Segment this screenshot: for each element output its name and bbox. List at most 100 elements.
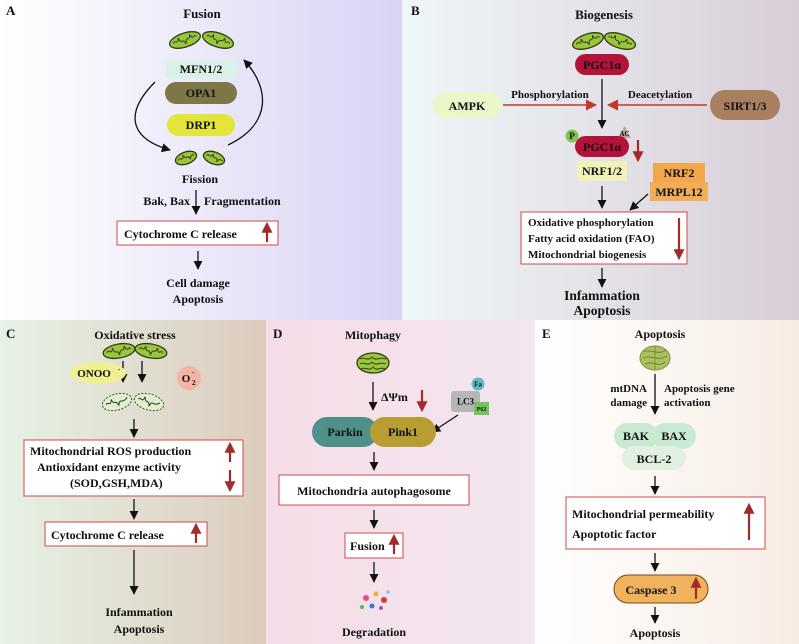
biogen-label: Mitochondrial biogenesis bbox=[528, 249, 647, 261]
opa1-box bbox=[165, 82, 237, 104]
panel-b: B Biogenesis PGC1α AMPK Phosphorylation … bbox=[411, 3, 780, 318]
bak-box bbox=[614, 423, 658, 449]
panel-c: C Oxidative stress ONOO - O 2 - Mitochon… bbox=[6, 326, 244, 636]
bak-label: BAK bbox=[623, 429, 650, 443]
biogenesis-effects-box bbox=[520, 211, 688, 265]
mfn-label: MFN1/2 bbox=[180, 62, 223, 76]
bax-box bbox=[652, 423, 696, 449]
oxidative-stress-title: Oxidative stress bbox=[94, 328, 176, 342]
sirt-box bbox=[710, 90, 780, 120]
pgc1a-label-bottom: PGC1α bbox=[583, 140, 621, 154]
apoptotic-factor-label: Apoptotic factor bbox=[572, 527, 657, 541]
sod-label: (SOD,GSH,MDA) bbox=[70, 476, 163, 490]
fission-label: Fission bbox=[182, 172, 218, 186]
lc3-to-pink-arrow bbox=[431, 414, 459, 433]
acetyl-label: AC bbox=[619, 130, 629, 138]
fission-to-fusion-arrow bbox=[227, 59, 264, 146]
phosphorylation-label: Phosphorylation bbox=[511, 89, 589, 101]
delta-psi-label: ΔΨm bbox=[381, 390, 408, 404]
bax-label: BAX bbox=[661, 429, 687, 443]
panel-a-background bbox=[0, 0, 402, 320]
ros-box bbox=[23, 439, 244, 497]
lc3-label: LC3 bbox=[457, 397, 475, 407]
fragmented-mitochondria-icon bbox=[174, 150, 226, 166]
superoxide-subscript: 2 bbox=[192, 379, 196, 387]
nrf12-label: NRF1/2 bbox=[582, 164, 622, 178]
damaged-mitochondria-icon bbox=[101, 392, 165, 412]
pgc1a-box-bottom bbox=[575, 136, 629, 157]
bcl2-box bbox=[622, 446, 686, 470]
mrpl12-label: MRPL12 bbox=[655, 185, 702, 199]
antioxidant-label: Antioxidant enzyme activity bbox=[37, 460, 181, 474]
inflammation-label-c: Infammation bbox=[105, 605, 173, 619]
panel-c-letter: C bbox=[6, 326, 15, 341]
caspase-box bbox=[613, 574, 709, 604]
drp1-label: DRP1 bbox=[186, 118, 217, 132]
fao-label: Fatty acid oxidation (FAO) bbox=[528, 233, 655, 245]
nrf2-label: NRF2 bbox=[664, 166, 695, 180]
sirt-label: SIRT1/3 bbox=[724, 99, 767, 113]
permeability-label: Mitochondrial permeability bbox=[572, 507, 714, 521]
autophagosome-box bbox=[278, 474, 470, 506]
panel-e: E Apoptosis mtDNA damage Apoptosis gene … bbox=[542, 326, 766, 640]
p62-label: P62 bbox=[477, 407, 487, 413]
cytc-box-c bbox=[44, 521, 208, 547]
mfn-box bbox=[166, 60, 236, 78]
parkin-label: Parkin bbox=[327, 425, 363, 439]
fusion-title: Fusion bbox=[183, 6, 221, 21]
cytc-label-c: Cytochrome C release bbox=[51, 528, 165, 542]
onoo-superscript: - bbox=[118, 365, 121, 373]
fa-label: Fa bbox=[474, 381, 482, 389]
swollen-mitochondria-icon bbox=[639, 345, 671, 371]
superoxide-bubble bbox=[177, 366, 201, 390]
apoptosis-label-b: Apoptosis bbox=[573, 303, 630, 318]
inflammation-label-b: Infammation bbox=[564, 288, 640, 303]
acetyl-triangle bbox=[618, 126, 631, 138]
panel-a-letter: A bbox=[6, 3, 16, 18]
superoxide-label: O bbox=[182, 373, 191, 385]
parkin-box bbox=[312, 417, 378, 447]
gene-label-1: Apoptosis gene bbox=[664, 383, 735, 395]
opa1-label: OPA1 bbox=[186, 86, 216, 100]
pink1-box bbox=[370, 417, 436, 447]
panel-a: A Fusion MFN1/2 OPA1 DRP1 Fission Bak, B… bbox=[6, 3, 281, 306]
phospho-label: P bbox=[569, 131, 575, 141]
panel-e-letter: E bbox=[542, 326, 551, 341]
cytc-box-a bbox=[116, 220, 279, 246]
bak-bax-label: Bak, Bax bbox=[143, 194, 190, 208]
deacetylation-label: Deacetylation bbox=[628, 89, 692, 101]
drp1-box bbox=[167, 114, 235, 136]
mrpl12-box bbox=[650, 182, 708, 201]
degradation-label: Degradation bbox=[342, 625, 406, 639]
ros-label: Mitochondrial ROS production bbox=[30, 444, 191, 458]
fusion-to-fission-arrow bbox=[134, 81, 171, 153]
pink1-label: Pink1 bbox=[388, 425, 418, 439]
caspase-label: Caspase 3 bbox=[625, 583, 676, 597]
onoo-label: ONOO bbox=[77, 368, 111, 380]
pgc1a-label-top: PGC1α bbox=[583, 58, 621, 72]
onoo-bubble bbox=[70, 362, 126, 384]
panel-b-letter: B bbox=[411, 3, 420, 18]
mtdna-label-1: mtDNA bbox=[610, 383, 647, 395]
autophagosome-label: Mitochondria autophagosome bbox=[297, 484, 451, 498]
apoptosis-label-a: Apoptosis bbox=[173, 292, 224, 306]
lc3-box bbox=[451, 391, 480, 412]
bcl2-label: BCL-2 bbox=[637, 452, 672, 466]
mitophagy-mitochondria-icon bbox=[356, 352, 390, 374]
pgc1a-box-top bbox=[575, 54, 629, 75]
p62-box bbox=[474, 402, 489, 415]
nrf2-box bbox=[653, 163, 705, 182]
gene-label-2: activation bbox=[664, 397, 710, 409]
degradation-fragments-icon bbox=[360, 590, 390, 610]
fragmentation-label: Fragmentation bbox=[204, 194, 281, 208]
mitophagy-title: Mitophagy bbox=[345, 328, 401, 342]
cell-damage-label: Cell damage bbox=[166, 276, 230, 290]
panel-b-background bbox=[402, 0, 799, 320]
oxphos-label: Oxidative phosphorylation bbox=[528, 217, 654, 229]
fa-bubble bbox=[471, 377, 485, 391]
ampk-box bbox=[433, 92, 501, 118]
superoxide-superscript: - bbox=[192, 368, 195, 376]
phospho-circle bbox=[565, 129, 579, 143]
permeability-box bbox=[565, 496, 766, 550]
nrf12-box bbox=[577, 161, 627, 181]
